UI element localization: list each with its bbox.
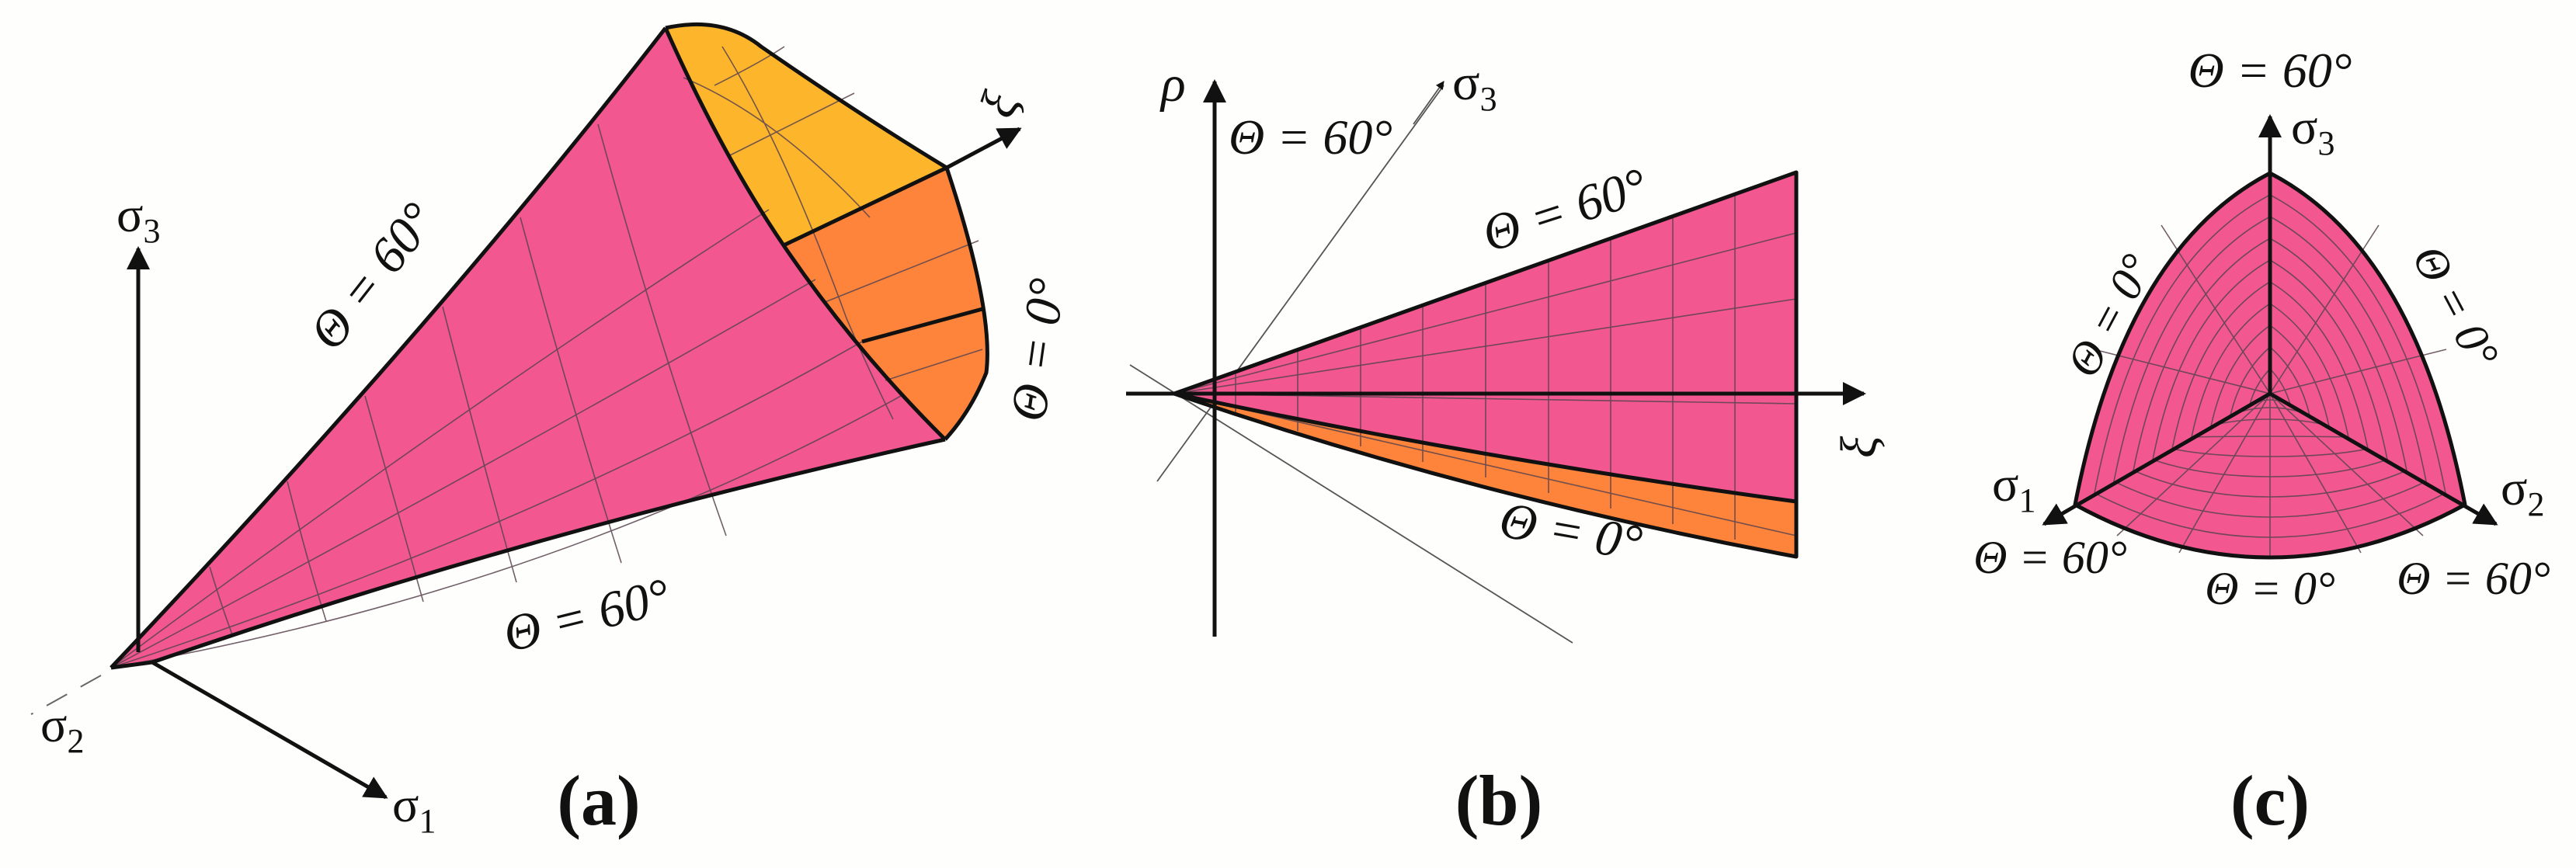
sigma1-label-c: σ1 bbox=[1992, 457, 2036, 519]
panel-b-tag: (b) bbox=[1455, 761, 1542, 840]
sigma2-label: σ2 bbox=[40, 697, 85, 760]
xi-axis-arrow bbox=[945, 127, 1022, 170]
theta60-bottom-edge-label: Θ = 60° bbox=[498, 568, 676, 663]
panel-c-tag: (c) bbox=[2230, 761, 2310, 840]
sigma1-axis-arrow-c bbox=[2042, 391, 2272, 526]
theta60-bottom-left-label: Θ = 60° bbox=[1973, 532, 2127, 583]
sigma2-label-c: σ2 bbox=[2501, 460, 2545, 523]
cone-surface-pink bbox=[111, 28, 945, 668]
sigma3-label: σ3 bbox=[116, 187, 161, 250]
sigma3-projection-line bbox=[1156, 85, 1444, 482]
xi-label: ξ bbox=[968, 85, 1030, 125]
theta60-top-label: Θ = 60° bbox=[2188, 43, 2352, 98]
theta60-rho-axis-label: Θ = 60° bbox=[1229, 109, 1392, 165]
diagonal-guide-line bbox=[1129, 364, 1573, 644]
sigma3-arrow-b bbox=[1413, 81, 1444, 125]
panel-a: σ3 σ1 σ2 ξ Θ = 60° Θ = 60° Θ = 0° (a) bbox=[30, 23, 1076, 840]
deviatoric-grid bbox=[2093, 194, 2447, 557]
cap-orange bbox=[784, 168, 988, 439]
theta0-bottom-label: Θ = 0° bbox=[2205, 563, 2335, 614]
panel-a-tag: (a) bbox=[557, 761, 640, 840]
sigma2-axis-arrow-c bbox=[2268, 391, 2498, 526]
cap-yellow bbox=[666, 24, 947, 246]
sigma1-label: σ1 bbox=[392, 777, 436, 840]
rho-label: ρ bbox=[1159, 56, 1186, 113]
theta0-right-edge-label: Θ = 0° bbox=[1000, 275, 1076, 425]
sigma3-label-b: σ3 bbox=[1452, 54, 1497, 118]
sigma3-label-c: σ3 bbox=[2291, 99, 2335, 162]
sigma1-axis-arrow bbox=[151, 660, 388, 800]
sigma2-axis-dashed bbox=[30, 675, 102, 715]
theta60-bottom-right-label: Θ = 60° bbox=[2397, 553, 2550, 604]
xi-label-b: ξ bbox=[1830, 436, 1887, 458]
panel-c: Θ = 60° σ3 σ1 σ2 Θ = 0° Θ = 0° Θ = 60° Θ… bbox=[1973, 43, 2550, 840]
panel-b: ρ ξ σ3 Θ = 60° Θ = 60° Θ = 0° (b) bbox=[1126, 54, 1887, 840]
